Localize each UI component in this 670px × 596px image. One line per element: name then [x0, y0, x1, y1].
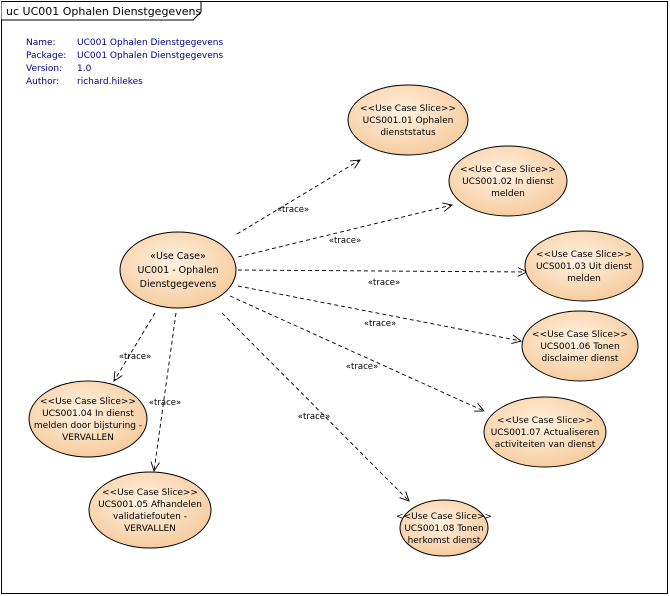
- meta-name-key: Name:: [26, 38, 56, 48]
- use-case-slice-s08-line-2: UCS001.08 Tonen: [404, 524, 483, 534]
- trace-s08-label: «trace»: [298, 412, 330, 422]
- trace-s07-line: [229, 295, 485, 412]
- use-case-slice-s07[interactable]: <<Use Case Slice>> UCS001.07 Actualiseren…: [483, 396, 607, 468]
- frame-tab: [1, 1, 202, 21]
- use-case-slice-s03-line-2: UCS001.03 Uit dienst: [536, 262, 633, 272]
- trace-s04-dependency: «trace»: [113, 312, 156, 382]
- trace-s08-dependency: «trace»: [221, 312, 410, 502]
- use-case-slice-s02[interactable]: <<Use Case Slice>> UCS001.02 In dienst mel…: [448, 145, 568, 217]
- use-case-slice-s04-line-3: melden door bijsturing -: [34, 421, 142, 431]
- frame-title: uc UC001 Ophalen Dienstgegevens: [6, 5, 201, 18]
- meta-author-value: richard.hilekes: [77, 77, 143, 87]
- metadata-block: Name: UC001 Ophalen Dienstgegevens Packa…: [26, 38, 223, 87]
- trace-s08-line: [221, 312, 410, 502]
- meta-package-value: UC001 Ophalen Dienstgegevens: [77, 51, 223, 61]
- use-case-slice-s06-ellipse: [521, 310, 639, 382]
- trace-s03-line: [237, 269, 528, 273]
- trace-s06-arrowhead: [511, 334, 523, 344]
- main-use-case-uc001-ellipse: [119, 231, 237, 309]
- trace-s06-line: [237, 285, 522, 342]
- trace-s04-line: [113, 312, 156, 382]
- trace-s01-dependency: «trace»: [236, 159, 361, 235]
- use-case-slice-s04-ellipse: [28, 380, 148, 458]
- use-case-slice-s04-line-2: UCS001.04 In dienst: [42, 409, 134, 419]
- main-use-case-uc001-line-3: Dienstgegevens: [140, 279, 217, 290]
- use-case-slice-s01[interactable]: <<Use Case Slice>> UCS001.01 Ophalen diens…: [347, 84, 469, 156]
- main-use-case-uc001-line-1: «Use Case»: [150, 251, 206, 262]
- trace-s07-dependency: «trace»: [229, 295, 485, 412]
- use-case-slice-s01-line-1: <<Use Case Slice>>: [360, 104, 456, 114]
- trace-s05-label: «trace»: [149, 398, 181, 408]
- trace-s04-label: «trace»: [119, 352, 151, 362]
- use-case-slice-s08-line-1: <<Use Case Slice>>: [396, 512, 492, 522]
- use-case-slice-s07-line-1: <<Use Case Slice>>: [497, 416, 593, 426]
- meta-name-value: UC001 Ophalen Dienstgegevens: [77, 38, 223, 48]
- use-case-slice-s06[interactable]: <<Use Case Slice>> UCS001.06 Tonen disclai…: [521, 310, 639, 382]
- use-case-slice-s03-line-3: melden: [567, 274, 601, 284]
- use-case-slice-s05-line-1: <<Use Case Slice>>: [102, 488, 198, 498]
- meta-package-key: Package:: [26, 51, 66, 61]
- trace-s03-label: «trace»: [368, 278, 400, 288]
- use-case-slice-s05-line-4: VERVALLEN: [124, 524, 176, 534]
- use-case-slice-s02-ellipse: [448, 145, 568, 217]
- trace-s04-arrowhead: [113, 371, 123, 382]
- use-case-slice-s05-line-2: UCS001.05 Afhandelen: [98, 500, 202, 510]
- use-case-slice-s08-line-3: herkomst dienst: [408, 536, 481, 546]
- trace-s07-label: «trace»: [346, 362, 378, 372]
- use-case-slice-s02-line-3: melden: [491, 189, 525, 199]
- trace-s02-label: «trace»: [329, 236, 361, 246]
- use-case-slice-s06-line-3: disclaimer dienst: [542, 354, 619, 364]
- use-case-slice-s01-line-3: dienststatus: [380, 128, 436, 138]
- use-case-slice-s03-line-1: <<Use Case Slice>>: [536, 250, 632, 260]
- use-case-slice-s04[interactable]: <<Use Case Slice>> UCS001.04 In dienst mel…: [28, 380, 148, 458]
- trace-s06-dependency: «trace»: [237, 285, 523, 344]
- trace-s02-dependency: «trace»: [237, 202, 454, 258]
- trace-s06-label: «trace»: [364, 319, 396, 329]
- use-case-slice-s05-ellipse: [88, 471, 212, 549]
- meta-version-value: 1.0: [77, 64, 92, 74]
- use-case-slice-s05[interactable]: <<Use Case Slice>> UCS001.05 Afhandelen va…: [88, 471, 212, 549]
- use-case-slice-s01-ellipse: [347, 84, 469, 156]
- use-case-slice-s07-line-2: UCS001.07 Actualiseren: [491, 428, 600, 438]
- trace-s01-label: «trace»: [277, 205, 309, 215]
- trace-s07-arrowhead: [473, 403, 485, 412]
- meta-version-key: Version:: [26, 64, 62, 74]
- trace-s02-arrowhead: [442, 202, 454, 212]
- use-case-slice-s01-line-2: UCS001.01 Ophalen: [363, 116, 454, 126]
- use-case-slice-s07-ellipse: [483, 396, 607, 468]
- meta-author-key: Author:: [26, 77, 59, 87]
- trace-edges: «trace» «trace» «trace» «trace» «trace» «trac…: [113, 159, 529, 502]
- trace-s01-line: [236, 159, 361, 235]
- trace-s05-line: [153, 312, 177, 472]
- trace-s05-dependency: «trace»: [149, 312, 181, 473]
- trace-s01-arrowhead: [350, 159, 361, 169]
- use-case-slice-s08-ellipse: [399, 499, 489, 557]
- use-case-slice-s04-line-4: VERVALLEN: [62, 433, 114, 443]
- use-case-slice-s07-line-3: activiteiten van dienst: [495, 440, 596, 450]
- use-case-slice-s03-ellipse: [524, 230, 644, 302]
- use-case-slice-s08[interactable]: <<Use Case Slice>> UCS001.08 Tonen herkoms…: [396, 499, 492, 557]
- use-case-slice-s06-line-1: <<Use Case Slice>>: [532, 330, 628, 340]
- use-case-slice-s03[interactable]: <<Use Case Slice>> UCS001.03 Uit dienst me…: [524, 230, 644, 302]
- trace-s02-line: [237, 204, 453, 258]
- use-case-slice-s05-line-3: validatiefouten -: [113, 512, 187, 522]
- main-use-case-uc001-line-2: UC001 - Ophalen: [137, 265, 218, 276]
- trace-s08-arrowhead: [399, 491, 410, 502]
- use-case-slice-s06-line-2: UCS001.06 Tonen: [540, 342, 619, 352]
- use-case-slice-s04-line-1: <<Use Case Slice>>: [40, 397, 136, 407]
- use-case-slice-s02-line-2: UCS001.02 In dienst: [462, 177, 554, 187]
- use-case-slice-s02-line-1: <<Use Case Slice>>: [460, 165, 556, 175]
- trace-s05-arrowhead: [150, 461, 160, 473]
